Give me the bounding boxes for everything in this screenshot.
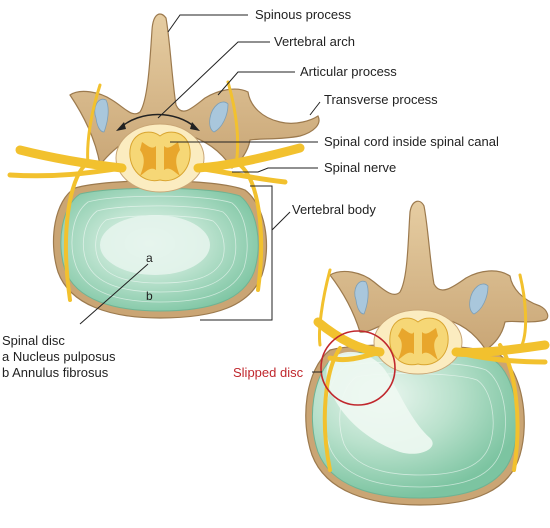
label-spinal-nerve: Spinal nerve	[324, 160, 396, 175]
leader-vertebral-body	[200, 185, 291, 321]
leader-nerve	[232, 167, 318, 173]
bottom-cord-gray-matter	[398, 328, 438, 360]
leader-disc	[79, 263, 149, 325]
label-slipped-disc: Slipped disc	[233, 365, 304, 380]
spinal-cord-gray-matter	[140, 142, 180, 176]
arch-arrow	[119, 113, 197, 129]
label-disc-b: b	[146, 289, 153, 303]
top-spinal-nerves	[7, 80, 305, 302]
label-spinous-process: Spinous process	[255, 7, 352, 22]
right-facet-joint	[209, 101, 229, 133]
left-facet-joint	[94, 98, 109, 133]
bottom-vertebral-arch	[329, 200, 549, 351]
herniated-nucleus	[326, 351, 433, 454]
arch-arrowhead-right	[190, 122, 200, 131]
label-vertebral-arch: Vertebral arch	[274, 34, 355, 49]
label-articular-process: Articular process	[300, 64, 397, 79]
label-spinal-cord: Spinal cord inside spinal canal	[324, 134, 499, 149]
bottom-left-facet	[354, 280, 369, 315]
leader-arch	[157, 41, 270, 119]
bottom-spinal-nerves	[313, 268, 550, 472]
label-nucleus-pulposus: a Nucleus pulposus	[2, 349, 116, 364]
bottom-annulus-rings	[325, 361, 506, 488]
bottom-vertebra	[305, 200, 550, 506]
top-vertebra	[7, 13, 320, 319]
annulus-rings	[71, 195, 248, 303]
leader-spinous	[167, 14, 248, 33]
slipped-disc-circle	[320, 330, 396, 406]
leader-transverse	[309, 101, 321, 116]
label-transverse-process: Transverse process	[324, 92, 438, 107]
spinal-cord	[129, 131, 191, 182]
bottom-right-facet	[469, 283, 489, 315]
nucleus-pulposus	[100, 215, 210, 275]
leader-articular	[217, 71, 295, 96]
label-disc-a: a	[146, 251, 153, 265]
label-spinal-disc: Spinal disc	[2, 333, 65, 348]
arch-arrowhead-left	[116, 122, 126, 131]
label-annulus-fibrosus: b Annulus fibrosus	[2, 365, 109, 380]
top-vertebral-arch	[69, 13, 320, 169]
label-vertebral-body: Vertebral body	[292, 202, 376, 217]
leader-lines	[79, 14, 322, 373]
bottom-spinal-cord	[389, 317, 449, 366]
